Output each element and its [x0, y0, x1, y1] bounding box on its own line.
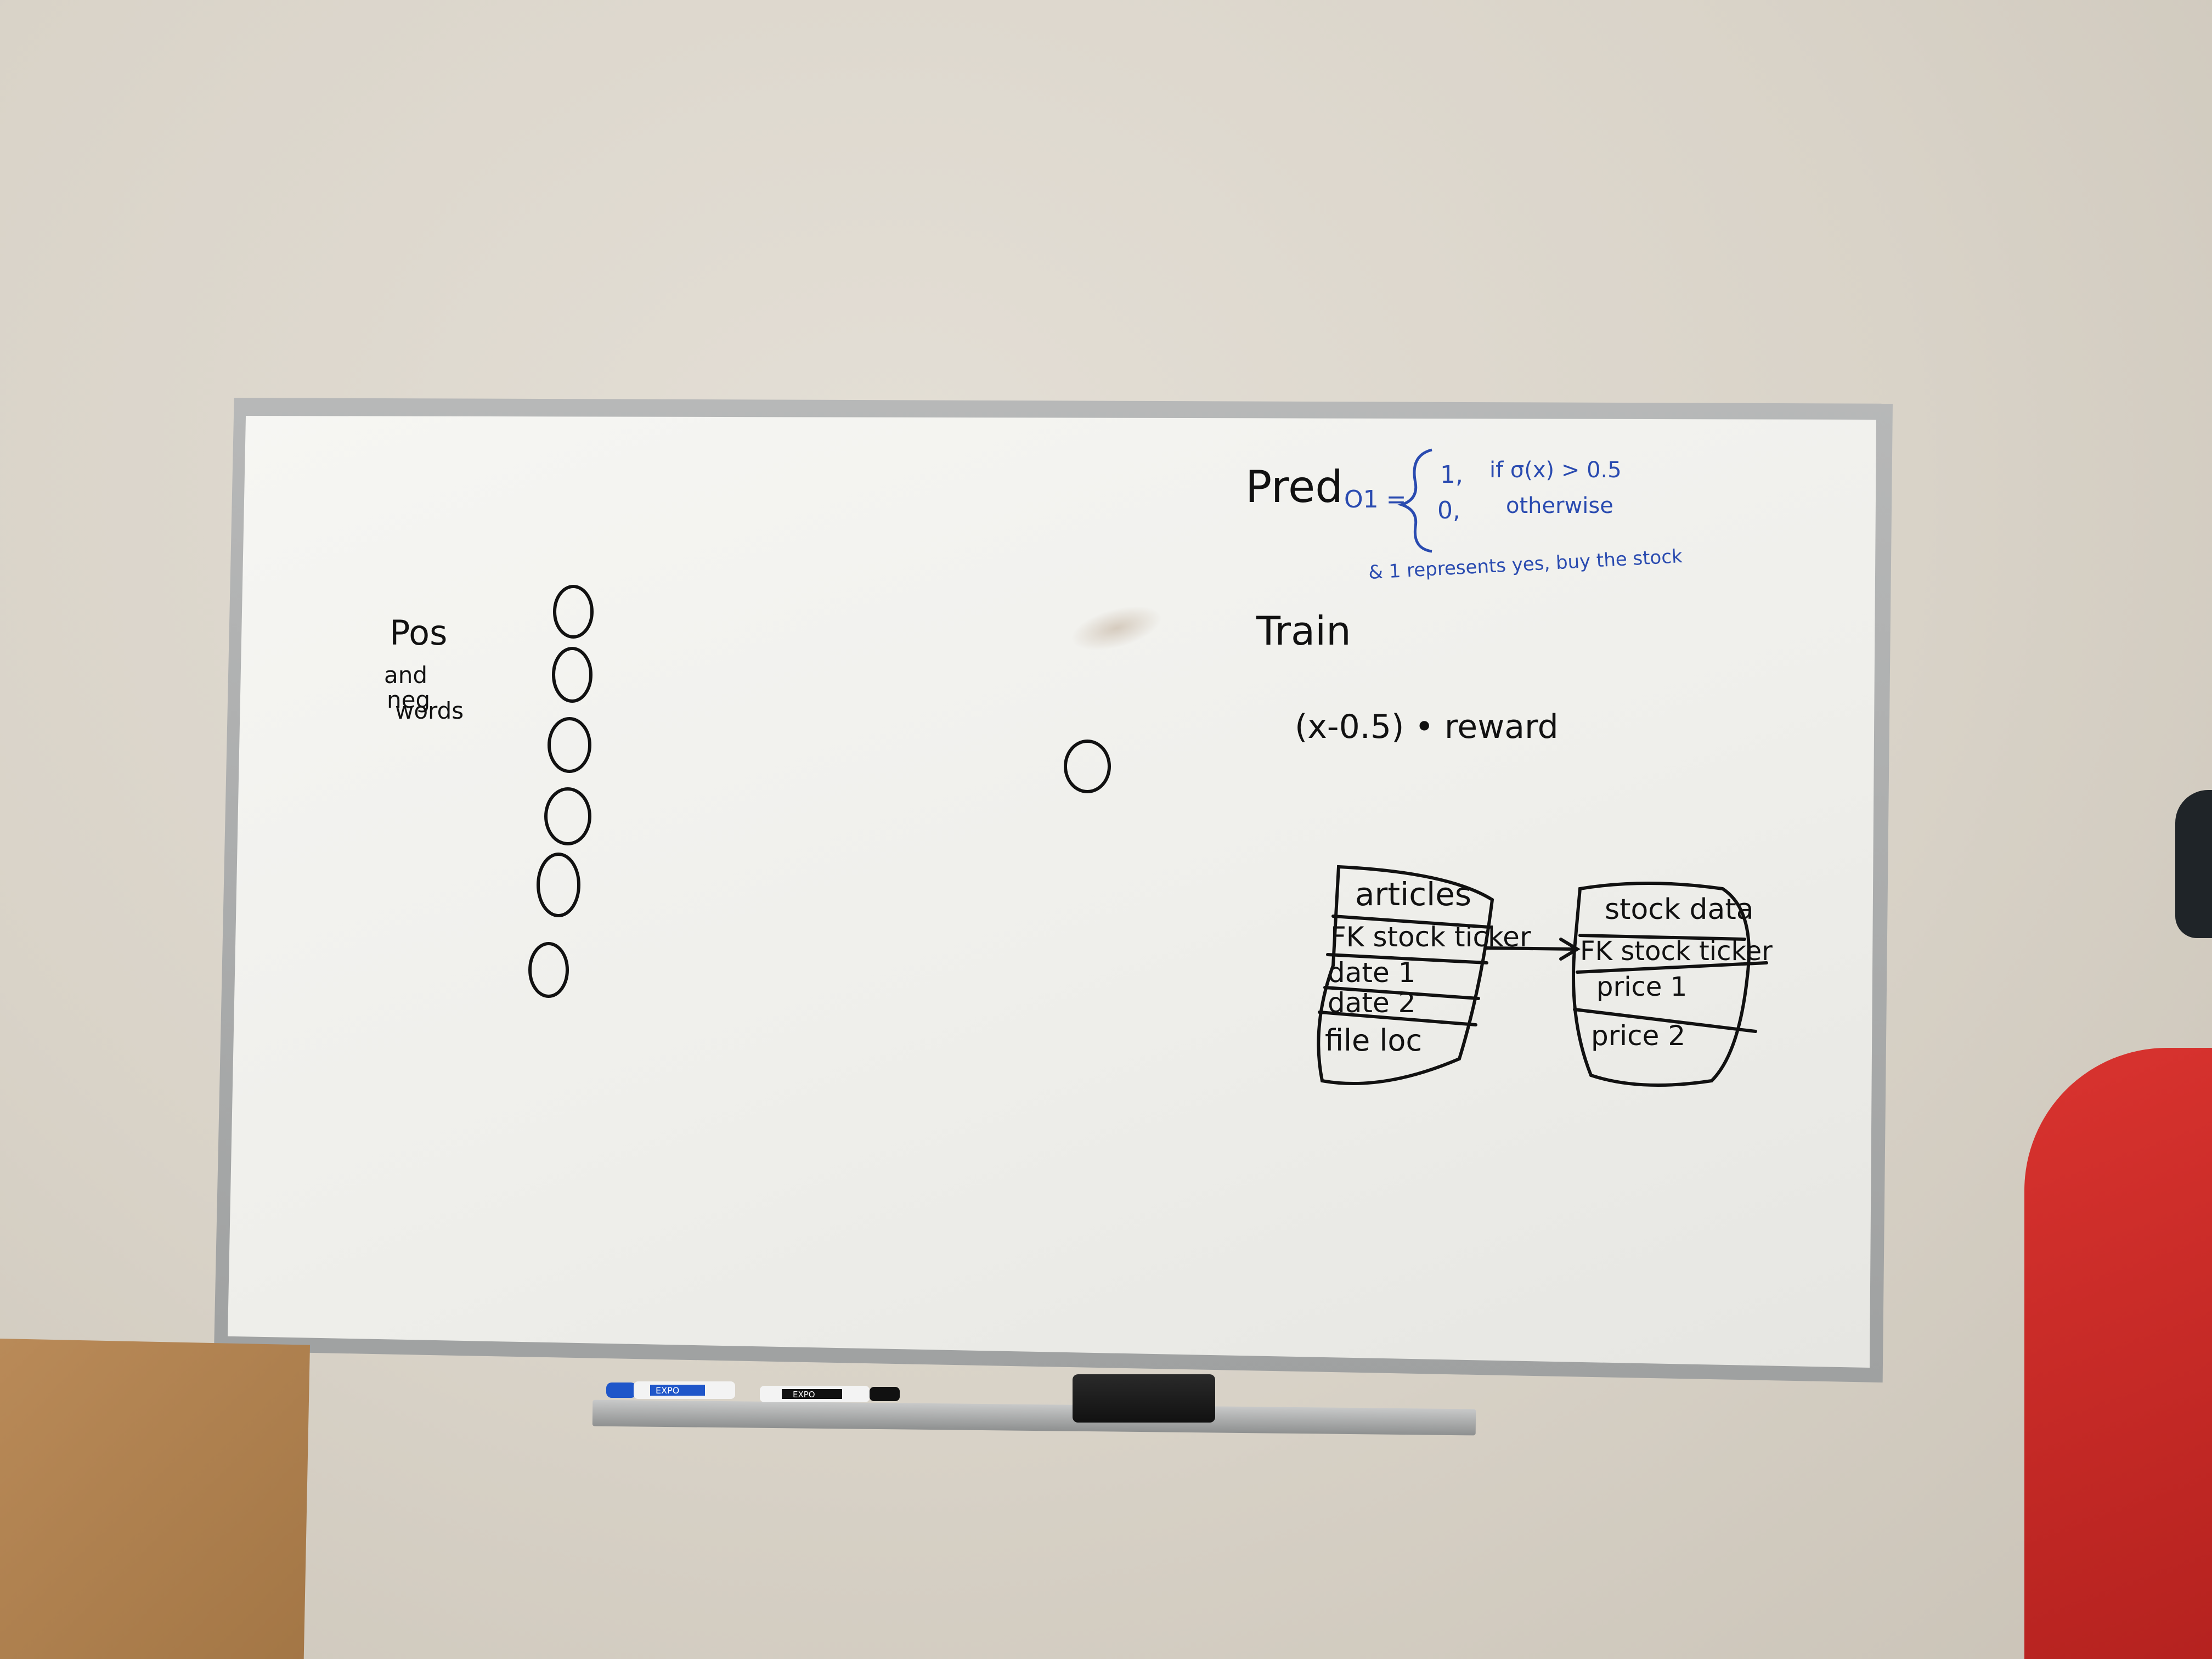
cardboard-box [0, 1339, 310, 1659]
formula-pred: Pred [1245, 461, 1343, 512]
person-red-shirt [2024, 1048, 2212, 1659]
neuron-circle [537, 853, 580, 917]
fk-arrow [1485, 946, 1576, 951]
note-neg: neg [387, 686, 430, 713]
divider [1318, 1011, 1477, 1026]
reward-expression: (x-0.5) • reward [1295, 708, 1559, 746]
neuron-circle [552, 647, 592, 703]
blue-marker-label: EXPO [656, 1385, 679, 1396]
neuron-circle [528, 942, 569, 998]
formula-case1-cond: if σ(x) > 0.5 [1489, 458, 1622, 483]
articles-row: file loc [1325, 1023, 1422, 1058]
articles-title: articles [1355, 876, 1471, 913]
blue-marker[interactable]: EXPO [606, 1378, 743, 1402]
fk-arrowhead [1559, 938, 1581, 961]
formula-lhs: O1 = [1344, 486, 1406, 514]
note-and: and [384, 662, 427, 689]
person-hat [2175, 790, 2212, 938]
whiteboard-surface [228, 416, 1876, 1368]
stock-data-row: price 1 [1596, 972, 1687, 1002]
note-words: words [395, 697, 464, 724]
formula-case2-cond: otherwise [1506, 493, 1613, 518]
divider [1323, 986, 1480, 1000]
black-marker-label: EXPO [793, 1390, 815, 1400]
stock-data-table-outline [1572, 882, 1751, 1087]
train-label: Train [1256, 608, 1351, 654]
divider [1576, 961, 1768, 974]
eraser[interactable] [1073, 1374, 1215, 1423]
stock-data-row: FK stock ticker [1580, 936, 1773, 967]
articles-table-outline [1317, 865, 1494, 1085]
output-neuron-circle [1064, 740, 1111, 793]
black-marker[interactable]: EXPO [760, 1383, 902, 1406]
note-pos: Pos [390, 613, 447, 653]
formula-brace [1397, 448, 1432, 553]
neuron-circle [548, 717, 591, 773]
divider [1326, 953, 1488, 964]
articles-row: date 1 [1328, 957, 1415, 989]
formula-case2-value: 0, [1437, 496, 1460, 524]
divider [1578, 934, 1746, 941]
formula-case1-value: 1, [1440, 461, 1463, 489]
stock-data-row: price 2 [1591, 1020, 1685, 1052]
divider [1573, 1008, 1757, 1033]
formula-note: & 1 represents yes, buy the stock [1368, 545, 1683, 584]
neuron-circle [544, 787, 591, 845]
stock-data-title: stock data [1605, 893, 1754, 926]
divider [1331, 915, 1491, 929]
neuron-circle [553, 585, 594, 639]
